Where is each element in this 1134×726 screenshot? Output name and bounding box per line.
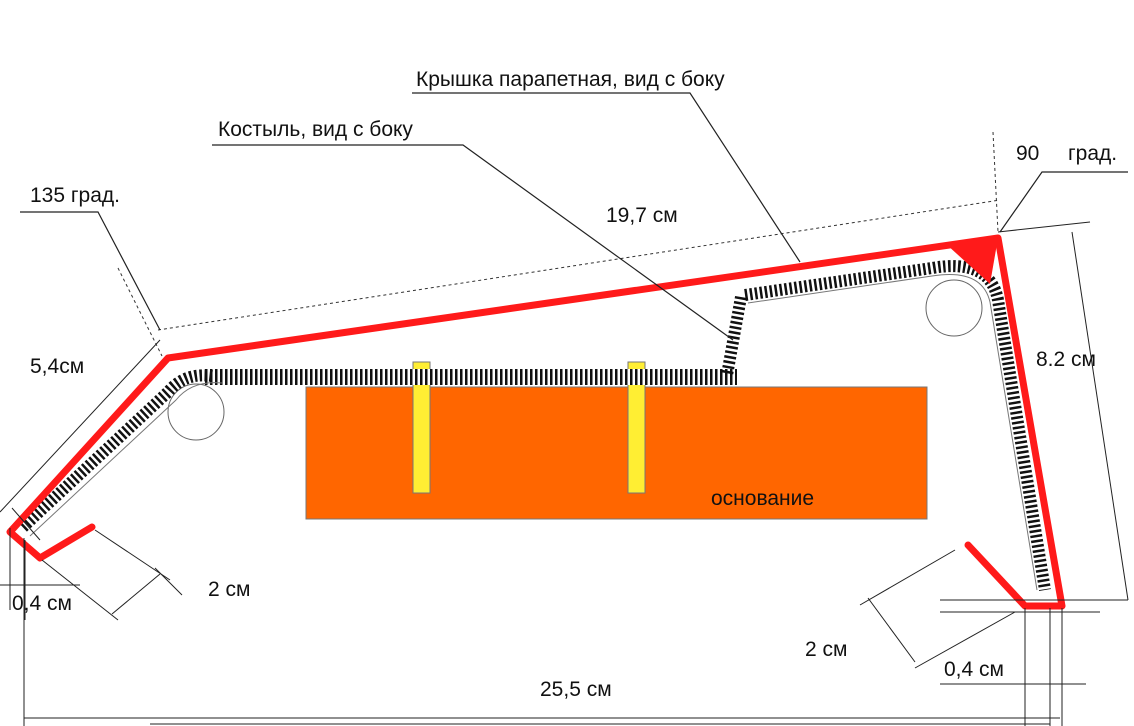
bend-circle-left xyxy=(167,383,225,441)
bracket-inner-line xyxy=(29,382,223,537)
anchor-bolt-left xyxy=(412,361,431,494)
dim-left-line xyxy=(0,339,161,513)
dim-hem-right-ext-1 xyxy=(859,549,956,606)
dim-top-line xyxy=(157,199,1001,331)
label-leaders xyxy=(20,92,1128,341)
base-block xyxy=(305,386,928,520)
label-dim-hem-left-gap: 0,4 см xyxy=(12,592,72,615)
label-angle-right-unit: град. xyxy=(1068,142,1117,165)
label-dim-right: 8.2 см xyxy=(1036,348,1096,371)
bend-circle-right xyxy=(925,279,983,337)
label-dim-left: 5,4см xyxy=(30,355,84,378)
bracket-flat-segment xyxy=(205,369,737,385)
cover-profile xyxy=(6,234,1066,610)
dim-left-ext xyxy=(11,507,41,541)
label-angle-left: 135 град. xyxy=(30,184,120,207)
label-dim-top: 19,7 см xyxy=(606,204,678,227)
label-bracket: Костыль, вид с боку xyxy=(218,118,413,141)
dim-right-top-ext xyxy=(997,221,1091,233)
dim-hem-right-ext-2 xyxy=(914,611,1016,669)
dim-hem-left-ext-2 xyxy=(41,559,119,621)
label-dim-hem-right-gap: 0,4 см xyxy=(944,658,1004,681)
bracket-slope-segment xyxy=(721,295,747,377)
leader-cover xyxy=(412,92,801,263)
cover-corner-fold xyxy=(946,238,998,284)
dimension-lines xyxy=(0,131,1129,726)
label-angle-right-value: 90 xyxy=(1016,142,1039,165)
label-cover: Крышка парапетная, вид с боку xyxy=(416,68,725,91)
dim-hem-right-line xyxy=(867,597,916,663)
dim-top-ext-right xyxy=(992,131,999,233)
leader-angle-left xyxy=(20,211,161,331)
anchor-bolt-right xyxy=(627,361,646,494)
dim-hem-left-tick xyxy=(154,567,183,596)
dim-top-ext-left xyxy=(117,267,163,357)
label-dim-hem-left-length: 2 см xyxy=(208,578,250,601)
bracket-inner-line-right xyxy=(747,274,1038,591)
label-dim-hem-right-length: 2 см xyxy=(805,638,847,661)
dim-hem-left-line xyxy=(111,573,161,615)
dim-right-line xyxy=(1071,231,1129,601)
label-dim-bottom: 25,5 см xyxy=(540,678,612,701)
leader-angle-right xyxy=(999,171,1128,233)
label-base: основание xyxy=(711,487,814,510)
bracket-left-segment xyxy=(17,369,213,533)
dim-hem-left-ext-1 xyxy=(94,529,171,581)
leader-bracket xyxy=(212,144,734,341)
